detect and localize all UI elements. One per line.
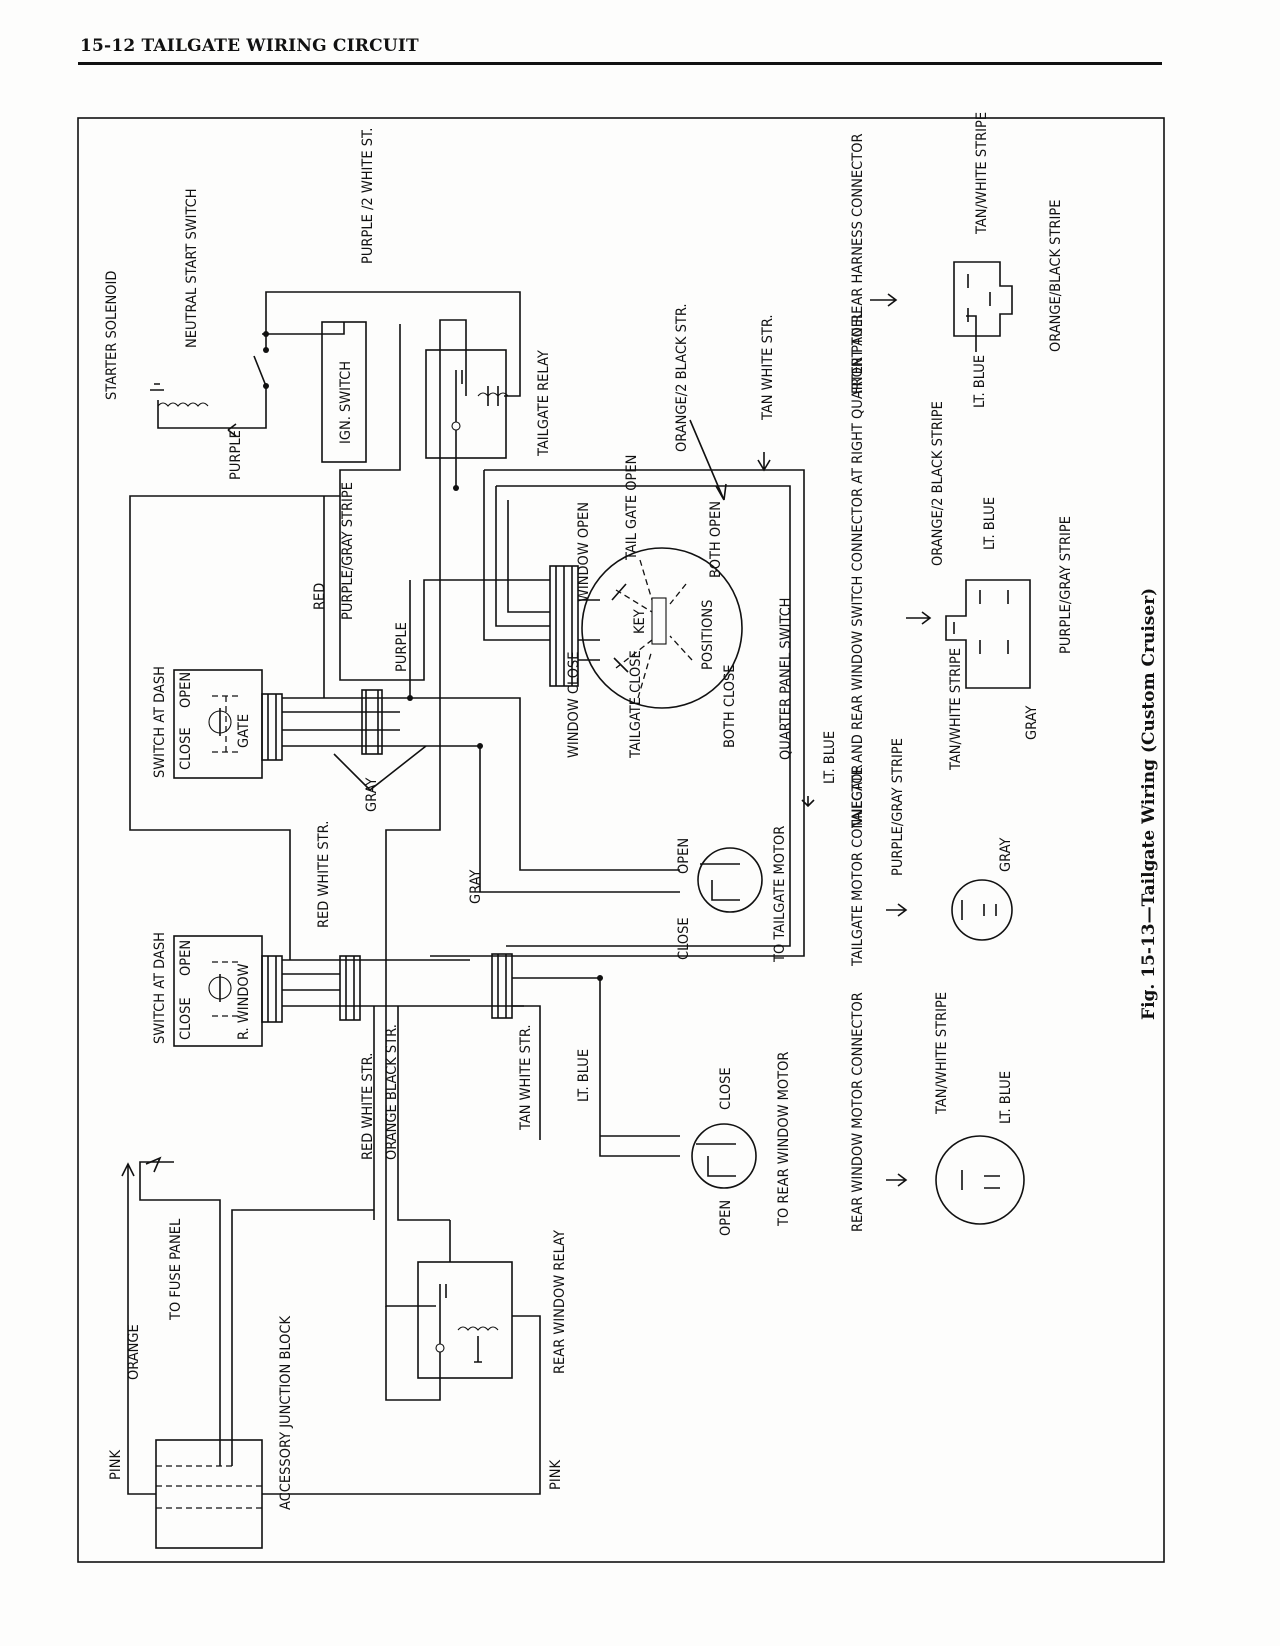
- lt-blue-wire-label: LT. BLUE: [822, 731, 838, 784]
- tailgate-motor: OPEN CLOSE TO TAILGATE MOTOR: [676, 826, 788, 963]
- accessory-junction-block: ACCESSORY JUNCTION BLOCK: [155, 1315, 294, 1549]
- inline-connector-1: [361, 689, 383, 755]
- pink-wire-label: PINK: [108, 1450, 124, 1480]
- quarter-panel-switch-label: QUARTER PANEL SWITCH: [778, 598, 794, 761]
- tailgate-motor-close-label: CLOSE: [676, 917, 692, 960]
- positions-label: POSITIONS: [700, 600, 716, 670]
- quarter-panel-switch: KEY POSITIONS WINDOW OPEN TAIL GATE OPEN…: [566, 455, 794, 760]
- header-rule: [78, 62, 1162, 65]
- lt-blue-wire-label-2: LT. BLUE: [576, 1049, 592, 1102]
- purple-wire-label: PURPLE: [228, 430, 244, 480]
- switch-at-dash-label: SWITCH AT DASH: [152, 666, 168, 778]
- switch-at-dash-gate: SWITCH AT DASH CLOSE OPEN GATE: [152, 666, 283, 779]
- switch-at-dash-window: SWITCH AT DASH CLOSE OPEN R. WINDOW: [152, 932, 283, 1047]
- dash-switch-gate-label: GATE: [236, 714, 252, 748]
- rwm-connector-lt-blue-label: LT. BLUE: [998, 1071, 1014, 1124]
- dash-switch-open-label: OPEN: [178, 672, 194, 708]
- tailgate-close-label: TAILGATE CLOSE: [628, 650, 644, 759]
- orange-black-wire-label: ORANGE BLACK STR.: [384, 1024, 400, 1160]
- qp-connector-tan-white-label: TAN/WHITE STRIPE: [948, 648, 964, 771]
- neutral-start-switch-label: NEUTRAL START SWITCH: [184, 188, 200, 348]
- rear-window-motor: CLOSE OPEN TO REAR WINDOW MOTOR: [691, 1052, 792, 1236]
- ign-switch: IGN. SWITCH: [321, 321, 367, 463]
- tailgate-motor-open-label: OPEN: [676, 838, 692, 874]
- window-motor-open-label: OPEN: [718, 1200, 734, 1236]
- pink-wire-label-2: PINK: [548, 1460, 564, 1490]
- qp-connector-purple-gray-label: PURPLE/GRAY STRIPE: [1058, 516, 1074, 654]
- tm-connector-purple-gray-label: PURPLE/GRAY STRIPE: [890, 738, 906, 876]
- red-wire-label: RED: [312, 583, 328, 610]
- inline-connector-3: [339, 955, 361, 1021]
- tm-connector-gray-label: GRAY: [998, 838, 1014, 872]
- front-to-rear-connector-title: FRONT TO REAR HARNESS CONNECTOR: [850, 133, 866, 394]
- rear-window-connector-title: REAR WINDOW MOTOR CONNECTOR: [850, 992, 866, 1232]
- key-label: KEY: [632, 609, 648, 634]
- rear-window-motor-label: TO REAR WINDOW MOTOR: [776, 1052, 792, 1227]
- accessory-junction-block-label: ACCESSORY JUNCTION BLOCK: [278, 1315, 294, 1510]
- tailgate-motor-label: TO TAILGATE MOTOR: [772, 826, 788, 963]
- gray-wire-label: GRAY: [364, 778, 380, 812]
- tan-white-wire-label-2: TAN WHITE STR.: [760, 314, 776, 421]
- both-close-label: BOTH CLOSE: [722, 664, 738, 748]
- rwm-connector-tan-white-label: TAN/WHITE STRIPE: [934, 992, 950, 1115]
- dash-switch-close-label: CLOSE: [178, 727, 194, 770]
- inline-connector-4: [491, 953, 513, 1019]
- rear-window-relay-label: REAR WINDOW RELAY: [552, 1230, 568, 1374]
- figure-frame: [77, 117, 1165, 1563]
- starter-solenoid: STARTER SOLENOID: [104, 271, 218, 429]
- tailgate-relay: TAILGATE RELAY: [425, 349, 552, 490]
- neutral-start-switch: NEUTRAL START SWITCH: [184, 188, 269, 429]
- window-motor-close-label: CLOSE: [718, 1067, 734, 1110]
- section-header: 15-12 TAILGATE WIRING CIRCUIT: [80, 36, 419, 56]
- qp-connector-orange-black-label: ORANGE/2 BLACK STRIPE: [930, 401, 946, 566]
- orange-2-black-wire-label: ORANGE/2 BLACK STR.: [674, 303, 690, 452]
- front-connector-lt-blue-label: LT. BLUE: [972, 355, 988, 408]
- orange-wire-label: ORANGE: [126, 1324, 142, 1380]
- figure-caption: Fig. 15-13—Tailgate Wiring (Custom Cruis…: [1139, 588, 1159, 1020]
- window-close-label: WINDOW CLOSE: [566, 651, 582, 758]
- tail-gate-open-label: TAIL GATE OPEN: [624, 455, 640, 561]
- dash-switch-window-label: R. WINDOW: [236, 963, 252, 1040]
- purple-wire-label-2: PURPLE: [394, 622, 410, 672]
- red-white-wire-label: RED WHITE STR.: [316, 821, 332, 928]
- rear-window-relay: REAR WINDOW RELAY: [417, 1230, 568, 1379]
- red-white-wire-label-2: RED WHITE STR.: [360, 1053, 376, 1160]
- purple-2-white-label: PURPLE /2 WHITE ST.: [360, 128, 376, 264]
- both-open-label: BOTH OPEN: [708, 501, 724, 578]
- window-open-label: WINDOW OPEN: [576, 502, 592, 602]
- qp-connector-lt-blue-label: LT. BLUE: [982, 497, 998, 550]
- quarter-panel-connector-title: TAILGATE AND REAR WINDOW SWITCH CONNECTO…: [850, 311, 866, 829]
- front-connector-tan-white-label: TAN/WHITE STRIPE: [974, 112, 990, 235]
- switch-at-dash-label-2: SWITCH AT DASH: [152, 932, 168, 1044]
- gray-wire-label-2: GRAY: [468, 870, 484, 904]
- starter-solenoid-label: STARTER SOLENOID: [104, 271, 120, 400]
- purple-gray-wire-label: PURPLE/GRAY STRIPE: [340, 482, 356, 620]
- tailgate-motor-connector-title: TAILGATE MOTOR CONNECTOR: [850, 764, 866, 967]
- rear-window-motor-connector: REAR WINDOW MOTOR CONNECTOR TAN/WHITE ST…: [850, 992, 1025, 1232]
- front-connector-orange-black-label: ORANGE/BLACK STRIPE: [1048, 200, 1064, 352]
- ign-switch-label: IGN. SWITCH: [338, 361, 354, 444]
- tailgate-motor-connector: TAILGATE MOTOR CONNECTOR PURPLE/GRAY STR…: [850, 738, 1014, 967]
- dash-switch-2-close-label: CLOSE: [178, 997, 194, 1040]
- front-to-rear-harness-connector: FRONT TO REAR HARNESS CONNECTOR TAN/WHIT…: [850, 112, 1064, 408]
- to-fuse-panel-label: TO FUSE PANEL: [168, 1218, 184, 1321]
- tan-white-wire-label: TAN WHITE STR.: [518, 1024, 534, 1131]
- dash-switch-2-open-label: OPEN: [178, 940, 194, 976]
- tailgate-relay-label: TAILGATE RELAY: [536, 350, 552, 457]
- qp-connector-gray-label: GRAY: [1024, 706, 1040, 740]
- quarter-panel-connector: TAILGATE AND REAR WINDOW SWITCH CONNECTO…: [850, 311, 1074, 829]
